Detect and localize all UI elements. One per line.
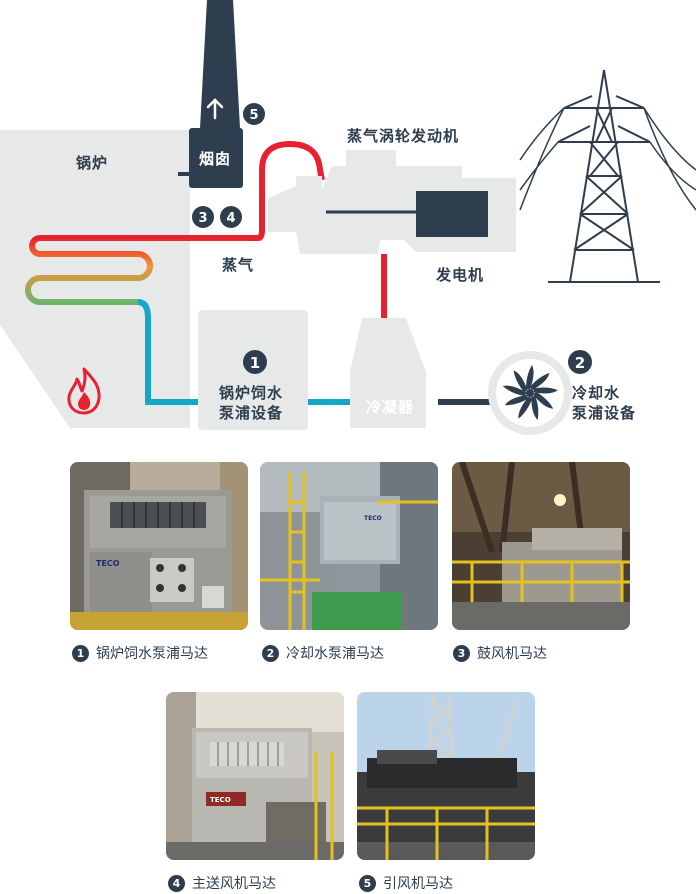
caption-5: 5 引风机马达 [359, 872, 453, 894]
steam-label: 蒸气 [222, 256, 254, 274]
caption-3-badge: 3 [453, 644, 470, 662]
generator-box [416, 191, 488, 237]
photo-2-brand: TECO [364, 515, 382, 522]
caption-5-badge: 5 [359, 874, 376, 892]
steam-coil [25, 235, 253, 305]
photo-primary-fan-motor: TECO [166, 692, 344, 860]
boiler-label: 锅炉 [76, 154, 108, 172]
condenser-label: 冷凝器 [366, 398, 414, 416]
cooling-pump-label-2: 泵浦设备 [572, 404, 636, 422]
transmission-tower-icon [548, 69, 660, 283]
marker-3-circle [192, 206, 214, 228]
power-lines [519, 107, 696, 211]
caption-2-badge: 2 [262, 644, 279, 662]
condenser [350, 318, 426, 428]
caption-2: 2 冷却水泵浦马达 [262, 642, 384, 664]
chimney [200, 0, 240, 128]
photo-forced-fan-motor [452, 462, 630, 630]
boiler-pump-label-2: 泵浦设备 [219, 404, 283, 422]
photo-1-brand: TECO [96, 559, 120, 568]
fire-icon [67, 367, 101, 415]
feedwater-pipe [137, 299, 200, 405]
caption-1-badge: 1 [72, 644, 89, 662]
marker-1-num: 1 [250, 354, 260, 372]
caption-4-badge: 4 [168, 874, 185, 892]
marker-4-circle [220, 206, 242, 228]
caption-5-text: 引风机马达 [383, 876, 453, 892]
photo-boiler-feed-pump-motor: TECO [70, 462, 248, 630]
chimney-base [189, 128, 243, 188]
caption-1-text: 锅炉饲水泵浦马达 [96, 646, 208, 662]
marker-4-num: 4 [226, 211, 235, 226]
fan-icon [502, 365, 558, 420]
generator-label: 发电机 [435, 266, 484, 284]
marker-5-num: 5 [249, 108, 258, 123]
caption-2-text: 冷却水泵浦马达 [286, 646, 384, 662]
photo-cooling-pump-motor: TECO [260, 462, 438, 630]
marker-1-circle [243, 350, 267, 374]
caption-4-text: 主送风机马达 [192, 876, 276, 892]
caption-3-text: 鼓风机马达 [477, 646, 547, 662]
chimney-label: 烟囱 [199, 150, 231, 168]
cooling-pump-label-1: 冷却水 [572, 384, 620, 402]
steam-turbine-label: 蒸气涡轮发动机 [347, 127, 459, 145]
photo-4-brand: TECO [210, 796, 231, 804]
boiler-pump-label-1: 锅炉饲水 [219, 384, 283, 402]
up-arrow-icon [206, 98, 224, 120]
photo-induced-fan-motor [357, 692, 535, 860]
marker-2-circle [568, 350, 592, 374]
caption-4: 4 主送风机马达 [168, 872, 276, 894]
caption-1: 1 锅炉饲水泵浦马达 [72, 642, 208, 664]
steam-pipe [250, 140, 325, 241]
caption-3: 3 鼓风机马达 [453, 642, 547, 664]
marker-3-num: 3 [198, 211, 207, 226]
marker-5-circle [243, 103, 265, 125]
power-plant-diagram: 锅炉 烟囱 蒸气涡轮发动机 蒸气 发电机 锅炉饲水 泵浦设备 冷凝器 冷却水 泵… [0, 0, 696, 435]
boiler-chimney-connector [178, 172, 192, 176]
marker-2-num: 2 [575, 354, 585, 372]
